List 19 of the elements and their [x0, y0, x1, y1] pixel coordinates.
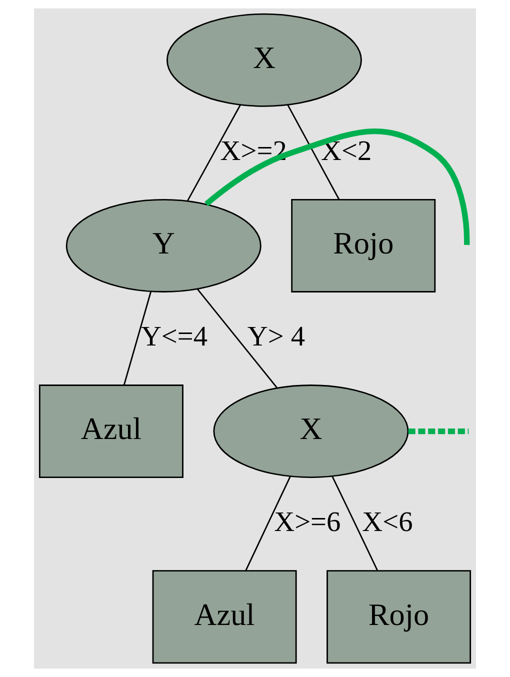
node-box: Rojo	[326, 570, 472, 664]
connector	[123, 291, 152, 385]
edge-label: Y> 4	[247, 322, 306, 353]
node-ellipse: X	[213, 384, 409, 478]
node-ellipse: X	[166, 13, 362, 107]
node-ellipse: Y	[66, 198, 262, 292]
connector	[287, 104, 340, 200]
edge-label: X<6	[362, 507, 413, 538]
edge-label: X>=6	[274, 507, 341, 538]
connector	[187, 104, 241, 201]
node-box: Rojo	[291, 198, 436, 292]
node-box: Azul	[38, 384, 184, 478]
edge-label: Y<=4	[140, 322, 208, 353]
connector	[196, 288, 278, 388]
node-box: Azul	[152, 570, 297, 664]
connector	[245, 476, 291, 572]
connector	[204, 128, 470, 245]
connector	[332, 476, 378, 571]
connector	[408, 428, 469, 434]
